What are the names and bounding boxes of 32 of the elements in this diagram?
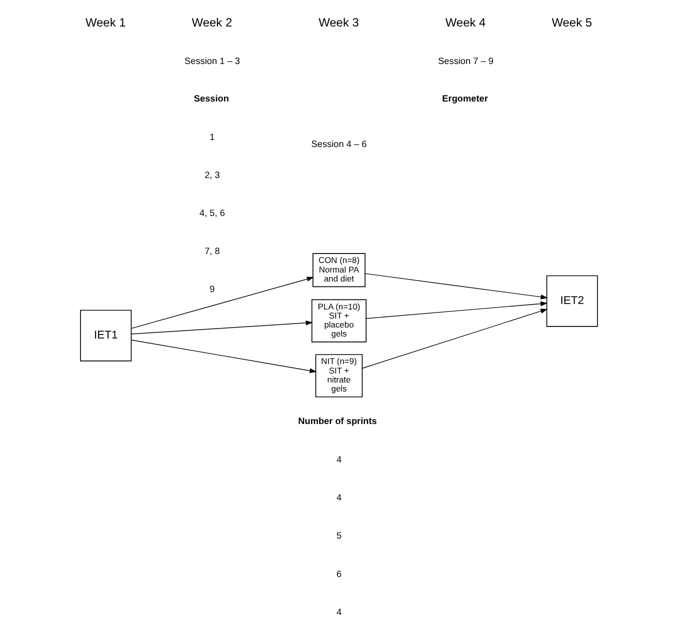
- arrow: [130, 276, 314, 329]
- arrow: [364, 273, 548, 300]
- node-box: IET2: [546, 275, 598, 327]
- label: 7, 8: [204, 246, 220, 256]
- label: 4: [336, 492, 342, 503]
- label: 4: [336, 606, 342, 617]
- label: Week 4: [444, 15, 486, 30]
- arrow: [130, 340, 316, 374]
- label: Ergometer: [442, 93, 488, 104]
- label: Session 7 – 9: [438, 56, 493, 66]
- label: 9: [209, 284, 214, 294]
- arrow: [365, 301, 548, 319]
- label: Week 5: [551, 15, 592, 30]
- label: Session: [193, 93, 228, 104]
- label: 1: [209, 132, 214, 142]
- label: 4, 5, 6: [199, 208, 224, 218]
- node-box: CON (n=8) Normal PA and diet: [312, 253, 365, 288]
- label: 5: [336, 530, 342, 541]
- label: Session 1 – 3: [184, 56, 240, 66]
- label: Session 4 – 6: [310, 139, 366, 150]
- arrow: [362, 308, 548, 369]
- label: Week 1: [84, 15, 126, 30]
- node-box: IET1: [80, 310, 132, 362]
- label: Week 3: [318, 15, 358, 30]
- node-box: PLA (n=10) SIT + placebo gels: [310, 299, 366, 342]
- node-box: NIT (n=9) SIT + nitrate gels: [314, 354, 362, 398]
- label: 4: [336, 454, 342, 465]
- label: 2, 3: [204, 170, 220, 180]
- label: Week 2: [191, 15, 232, 30]
- label: Number of sprints: [298, 416, 376, 426]
- label: 6: [336, 568, 342, 579]
- arrow: [130, 320, 312, 334]
